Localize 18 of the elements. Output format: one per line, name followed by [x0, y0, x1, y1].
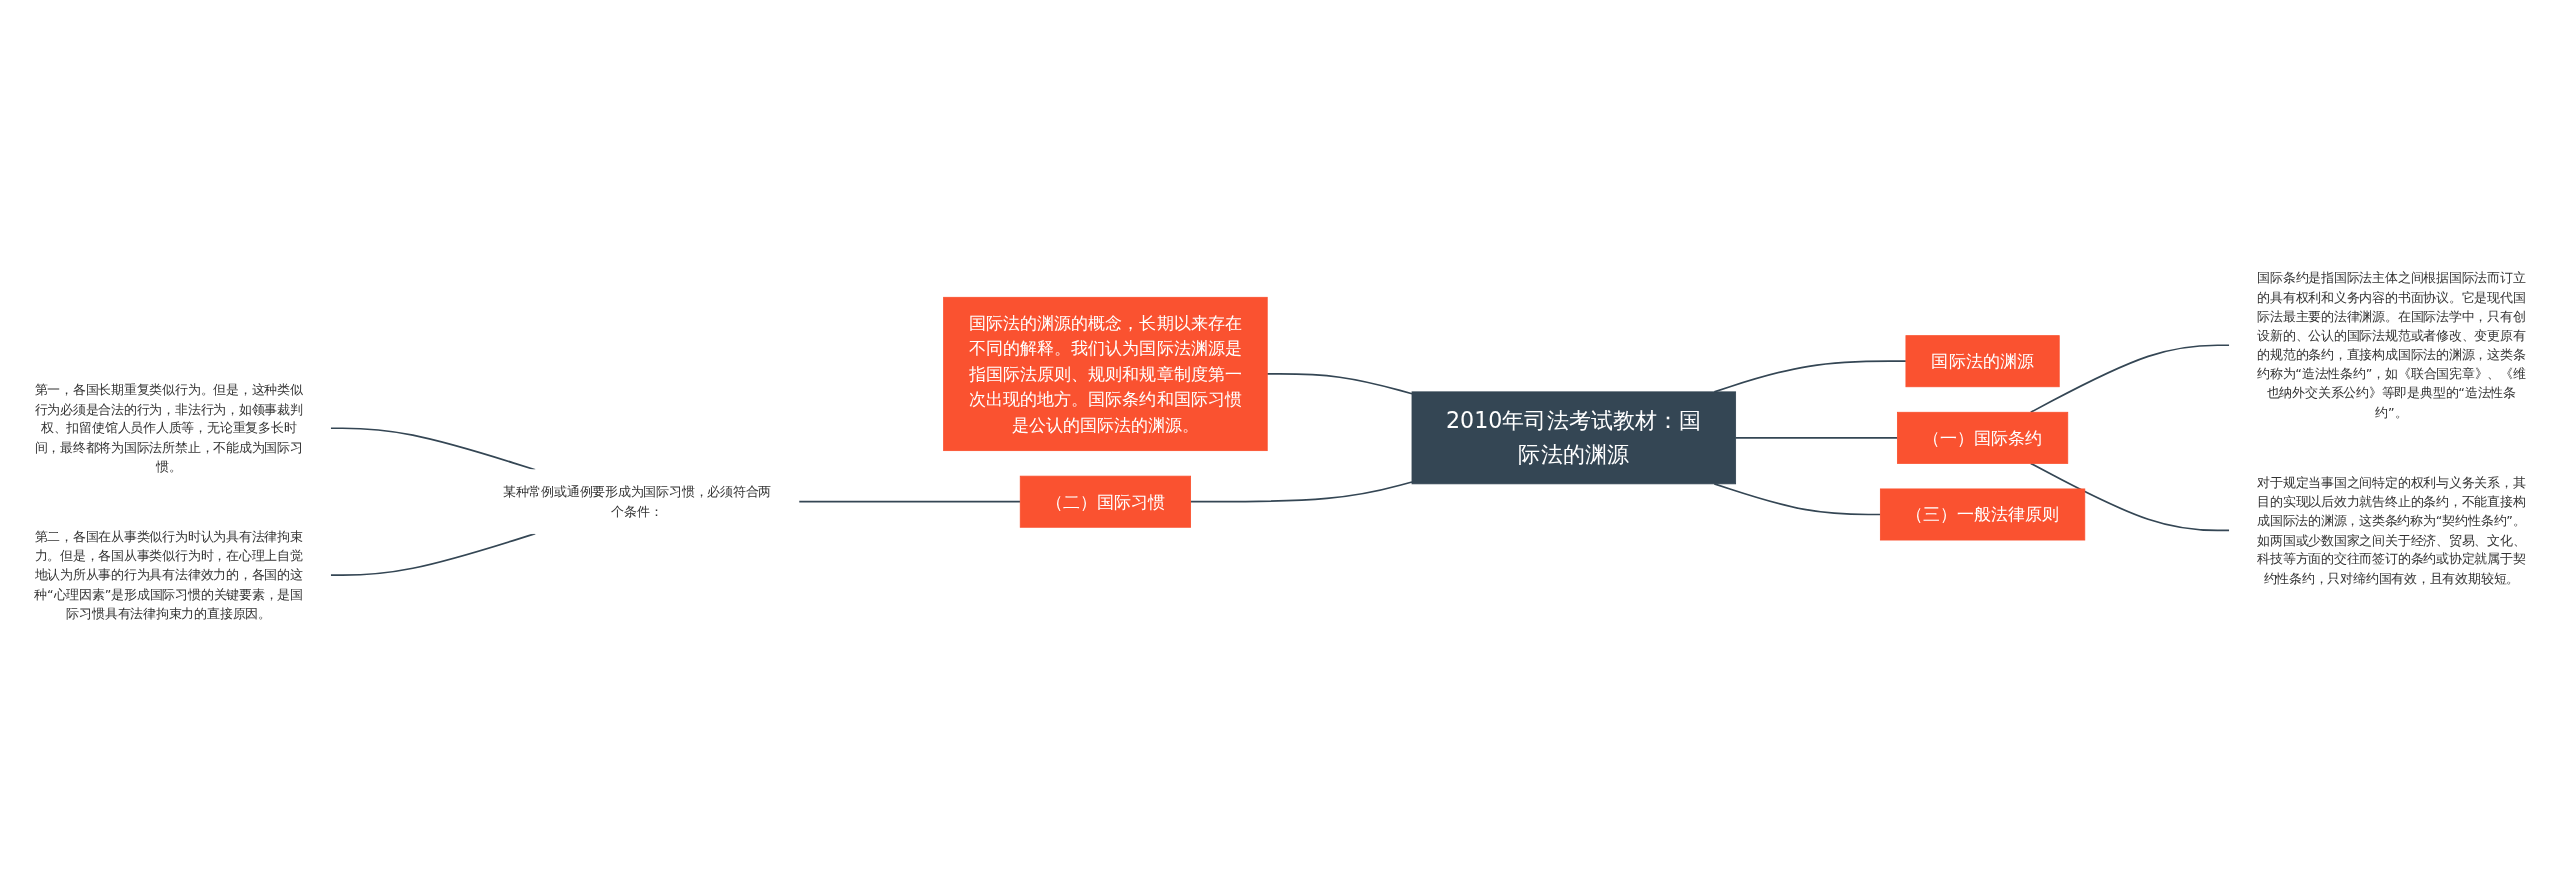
connector [798, 500, 1022, 503]
node-box: （二）国际习惯 [1019, 475, 1191, 528]
node-text: 第二，各国在从事类似行为时认为具有法律拘束力。但是，各国从事类似行为时，在心理上自觉地认为所从事的行为具有法律效力的，各国的这种“心理因素”是形成国际习惯的关键要素，是国际习惯具有法律拘束力的直接原因。 [34, 528, 303, 621]
node-text: 国际条约是指国际法主体之间根据国际法而订立的具有权利和义务内容的书面协议。它是现代国际法最主要的法律渊源。在国际法学中，只有创设新的、公认的国际法规范或者修改、变更原有的规范的条约，直接构成国际法的渊源，这类条约称为“造法性条约”，如《联合国宪章》、《维也纳外交关系公约》等即是典型的“造法性条约”。 [2256, 269, 2526, 420]
node-box: 国际法的渊源的概念，长期以来存在不同的解释。我们认为国际法渊源是指国际法原则、规则和规章制度第一次出现的地方。国际条约和国际习惯是公认的国际法的渊源。 [943, 296, 1268, 451]
node-box: （一）国际条约 [1897, 411, 2069, 464]
node-box: 2010年司法考试教材：国际法的渊源 [1411, 391, 1737, 484]
connector [1713, 482, 1882, 515]
connector [2029, 462, 2231, 531]
connector [1189, 480, 1413, 503]
connector [329, 532, 537, 576]
node-box: （三）一般法律原则 [1879, 488, 2086, 541]
node-text: 第一，各国长期重复类似行为。但是，这种类似行为必须是合法的行为，非法行为，如领事裁判权、扣留使馆人员作人质等，无论重复多长时间，最终都将为国际法所禁止，不能成为国际习惯。 [34, 381, 303, 474]
connector [1734, 436, 1899, 439]
node-box: 国际法的渊源 [1905, 334, 2060, 387]
node-text: 对于规定当事国之间特定的权利与义务关系，其目的实现以后效力就告终止的条约，不能直接构成国际法的渊源，这类条约称为“契约性条约”。如两国或少数国家之间关于经济、贸易、文化、科技等方面的交往而签订的条约或协定就属于契约性条约，只对缔约国有效，且有效期较短。 [2256, 474, 2526, 586]
node-text: 某种常例或通例要形成为国际习惯，必须符合两个条件： [502, 483, 772, 519]
connector [1266, 372, 1413, 395]
